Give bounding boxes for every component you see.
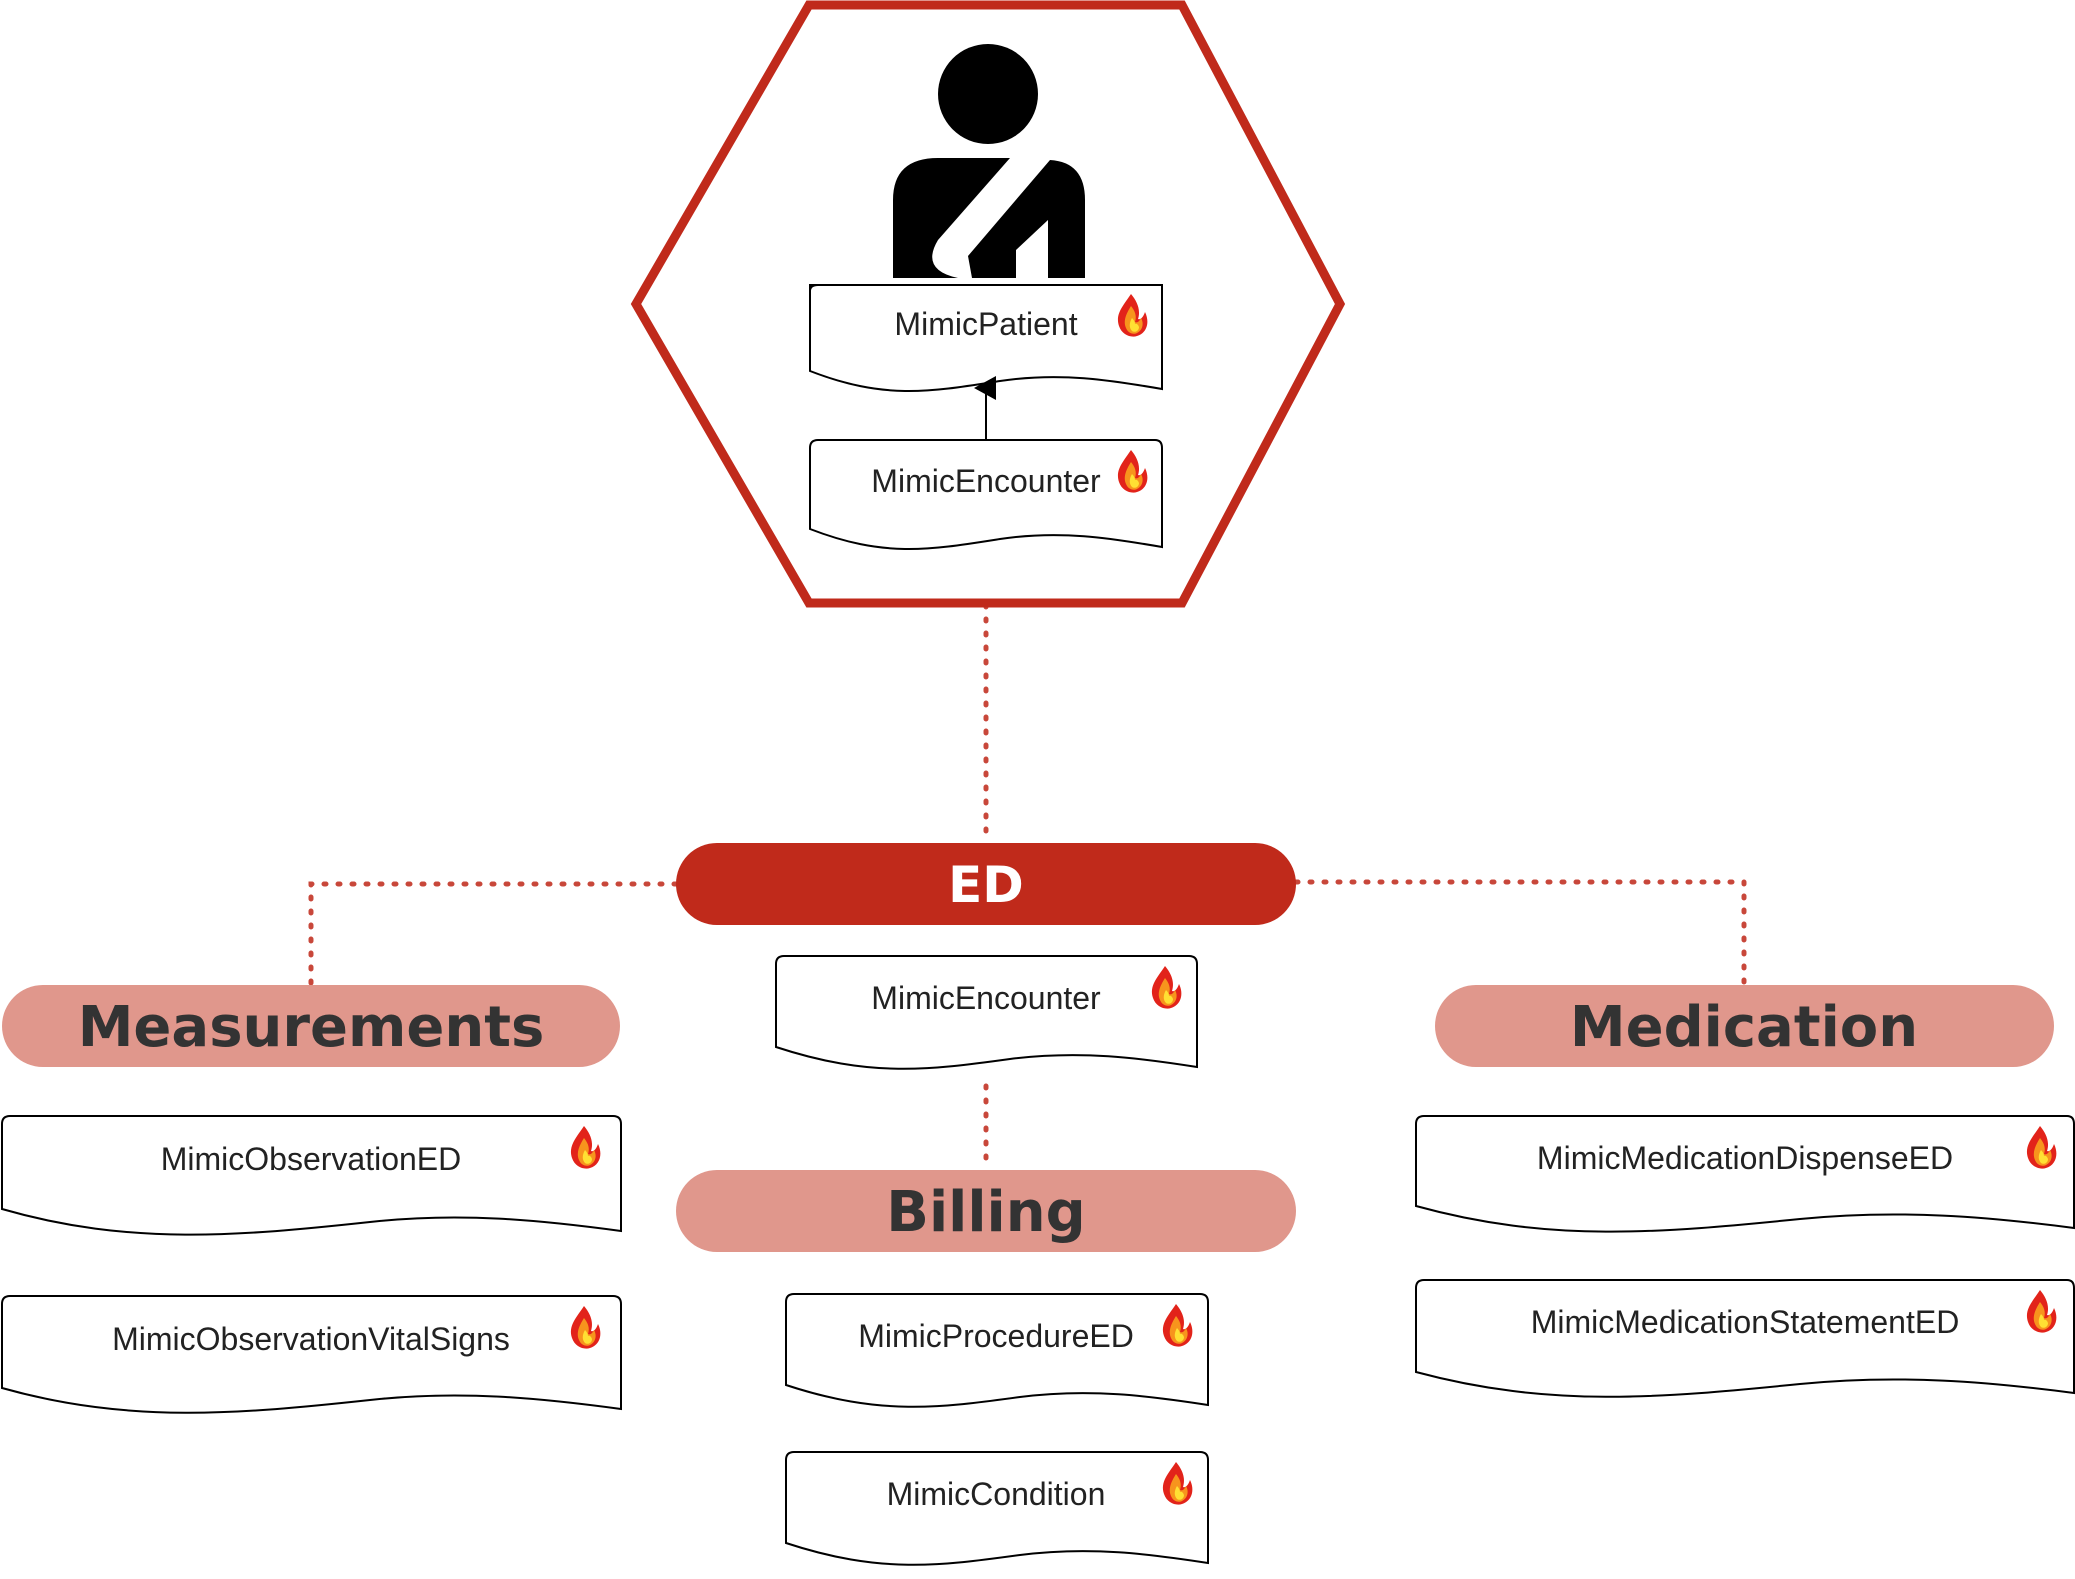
patient-resource-card[interactable]: MimicPatient (809, 284, 1163, 392)
medication-label: Medication (1570, 995, 1918, 1060)
medication-dispense-resource-label: MimicMedicationDispenseED (1537, 1140, 1953, 1176)
ed-pill[interactable]: ED (676, 843, 1296, 925)
condition-resource-label: MimicCondition (887, 1476, 1106, 1512)
medication-pill[interactable]: Medication (1435, 985, 2054, 1067)
observation-ed-resource-label: MimicObservationED (161, 1141, 462, 1177)
medication-statement-resource-label: MimicMedicationStatementED (1531, 1304, 1960, 1340)
medication-dispense-resource-card[interactable]: MimicMedicationDispenseED (1415, 1115, 2075, 1233)
encounter-resource-label: MimicEncounter (871, 463, 1101, 499)
encounter-resource-card[interactable]: MimicEncounter (809, 439, 1163, 550)
measurements-pill[interactable]: Measurements (2, 985, 620, 1067)
observation-vitalsigns-resource-card[interactable]: MimicObservationVitalSigns (1, 1295, 622, 1414)
connector-lines (308, 602, 1747, 1173)
medication-statement-resource-card[interactable]: MimicMedicationStatementED (1415, 1279, 2075, 1398)
procedure-resource-card[interactable]: MimicProcedureED (785, 1293, 1209, 1408)
connector-ed-to-measurements (308, 881, 679, 988)
ed-label: ED (948, 856, 1024, 914)
connector-ed-to-medication (1293, 879, 1747, 988)
observation-vitalsigns-resource-label: MimicObservationVitalSigns (112, 1321, 510, 1357)
billing-pill[interactable]: Billing (676, 1170, 1296, 1252)
patient-arm-sling-icon (893, 44, 1085, 278)
procedure-resource-label: MimicProcedureED (858, 1318, 1134, 1354)
ed-encounter-resource-label: MimicEncounter (871, 980, 1101, 1016)
condition-resource-card[interactable]: MimicCondition (785, 1451, 1209, 1566)
ed-encounter-resource-card[interactable]: MimicEncounter (775, 955, 1198, 1070)
patient-group: MimicPatient MimicEncounter (630, 0, 1346, 608)
measurements-label: Measurements (78, 995, 545, 1060)
observation-ed-resource-card[interactable]: MimicObservationED (1, 1115, 622, 1236)
patient-resource-label: MimicPatient (894, 306, 1077, 342)
billing-label: Billing (886, 1180, 1085, 1245)
